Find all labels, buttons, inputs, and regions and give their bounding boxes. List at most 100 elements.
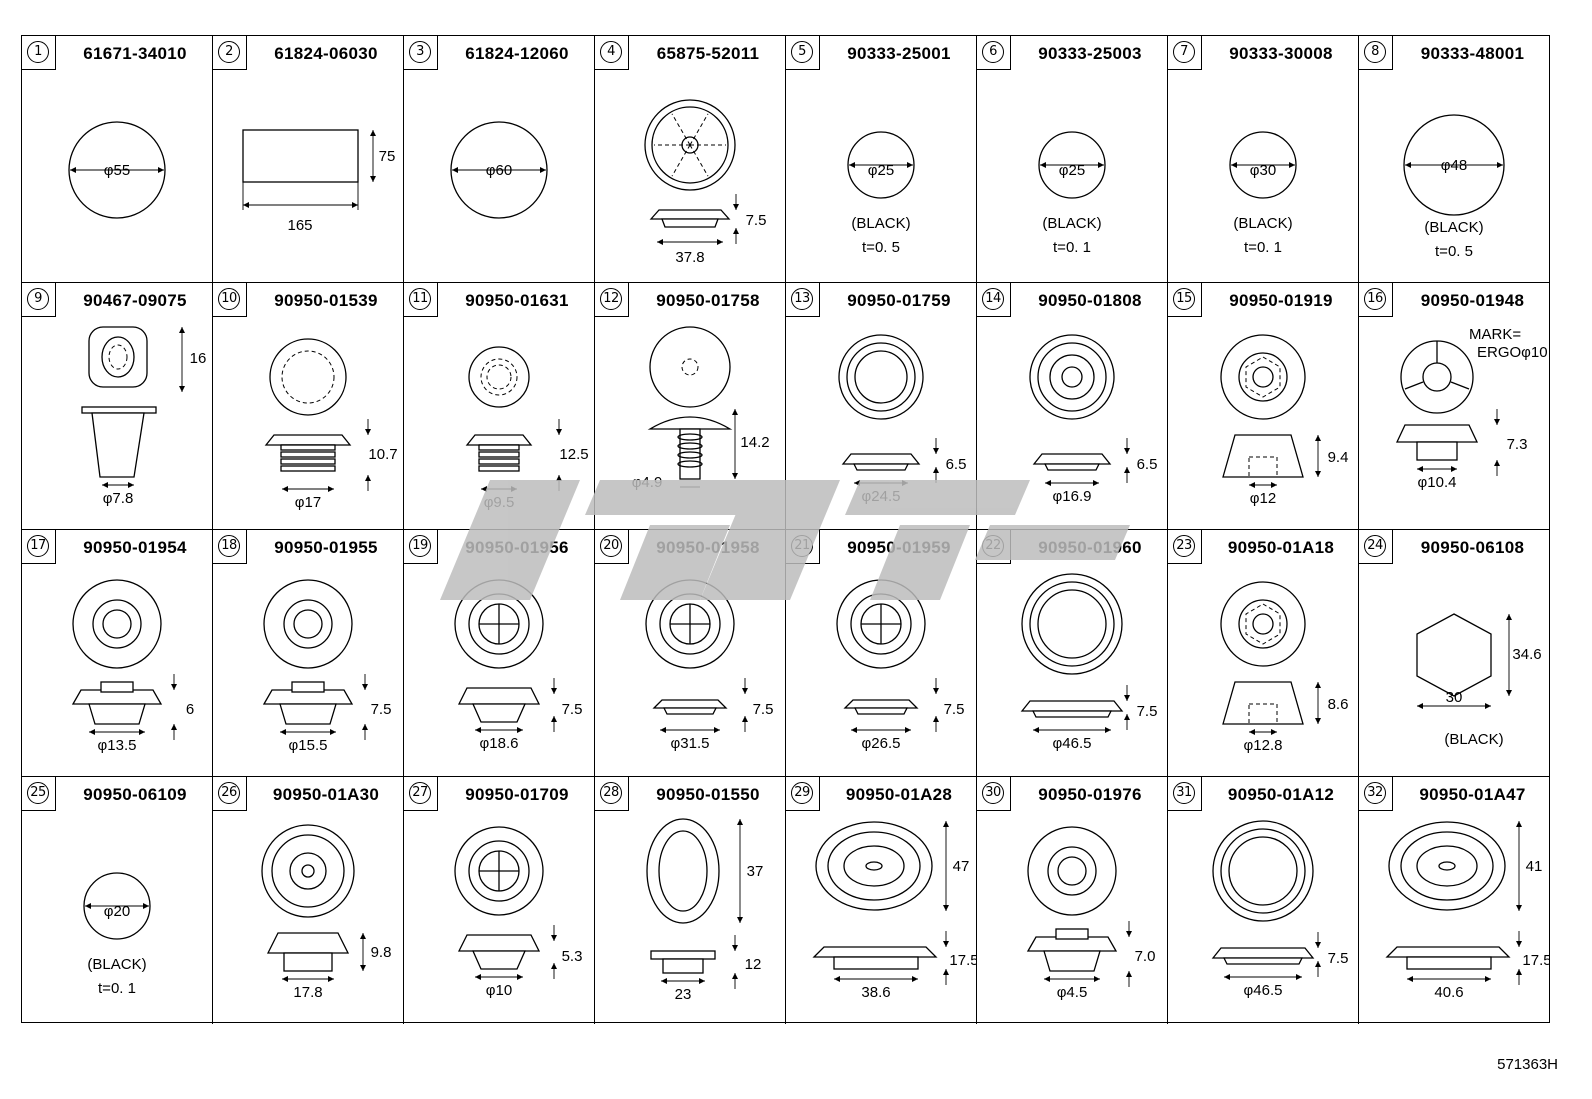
callout-number: 19	[409, 535, 431, 557]
depth-label: 17.5	[949, 952, 977, 969]
thickness-label: t=0. 5	[862, 239, 900, 256]
part-illustration: φ25(BLACK)t=0. 1	[1038, 131, 1106, 256]
part-number: 90950-01A12	[1227, 785, 1335, 804]
callout-number: 28	[600, 782, 622, 804]
callout-number: 24	[1364, 535, 1386, 557]
callout-box: 27	[404, 777, 438, 811]
callout-box: 12	[595, 283, 629, 317]
height-label: 37	[747, 863, 764, 880]
height-label: 7.5	[1137, 703, 1158, 720]
height-label: 5.3	[562, 948, 583, 965]
part-drawing: φ18.67.5	[454, 579, 582, 752]
callout-number: 26	[218, 782, 240, 804]
part-number: 90333-48001	[1420, 44, 1525, 63]
part-illustration: φ60	[450, 121, 548, 219]
height-label: 6.5	[946, 456, 967, 473]
part-illustration: φ12.88.6	[1220, 581, 1348, 754]
part-illustration: φ4.57.0	[1026, 826, 1156, 1001]
part-illustration: φ46.57.5	[1020, 573, 1158, 752]
callout-box: 8	[1359, 36, 1393, 70]
callout-box: 15	[1168, 283, 1202, 317]
callout-number: 22	[982, 535, 1004, 557]
diameter-label: φ48	[1441, 157, 1467, 174]
diameter-label: φ10.4	[1418, 474, 1457, 491]
callout-number: 2	[218, 41, 240, 63]
callout-box: 2	[213, 36, 247, 70]
thickness-label: t=0. 1	[1053, 239, 1091, 256]
part-drawing: 34.630(BLACK)	[1416, 613, 1542, 748]
diameter-label: φ16.9	[1053, 488, 1092, 505]
part-number: 90950-01954	[83, 538, 187, 557]
part-illustration: φ13.56	[71, 579, 194, 754]
thickness-label: t=0. 5	[1435, 243, 1473, 260]
depth-label: 12	[745, 956, 762, 973]
height-label: 9.4	[1328, 449, 1349, 466]
diameter-label: φ17	[295, 494, 321, 511]
callout-box: 20	[595, 530, 629, 564]
height-label: 9.8	[371, 944, 392, 961]
diameter-label: φ31.5	[671, 735, 710, 752]
part-number: 90950-06108	[1420, 538, 1525, 557]
callout-number: 32	[1364, 782, 1386, 804]
callout-box: 30	[977, 777, 1011, 811]
diameter-label: φ20	[104, 903, 130, 920]
width-label: 37.8	[675, 249, 704, 266]
callout-number: 21	[791, 535, 813, 557]
part-cell: 6 90333-25003 φ25(BLACK)t=0. 1	[977, 36, 1168, 283]
height-label: 34.6	[1512, 646, 1541, 663]
diameter-label: φ12	[1250, 490, 1276, 507]
part-number: 90950-01758	[656, 291, 760, 310]
diameter-label: φ55	[104, 162, 130, 179]
part-drawing: φ13.56	[71, 579, 194, 754]
part-number: 90950-01A30	[272, 785, 380, 804]
callout-box: 13	[786, 283, 820, 317]
width-label: 165	[287, 217, 312, 234]
part-illustration: φ24.56.5	[838, 334, 967, 505]
part-drawing: φ16.96.5	[1029, 334, 1157, 505]
callout-box: 6	[977, 36, 1011, 70]
part-number: 90950-01550	[656, 785, 760, 804]
mark-size-label: ERGOφ10	[1477, 344, 1548, 361]
diameter-label: φ15.5	[289, 737, 328, 754]
part-number: 61671-34010	[83, 44, 187, 63]
part-illustration: φ55	[68, 121, 166, 219]
callout-number: 8	[1364, 41, 1386, 63]
height-label: 7.5	[944, 701, 965, 718]
part-illustration: φ20(BLACK)t=0. 1	[83, 872, 151, 997]
height-label: 75	[379, 148, 396, 165]
diameter-label: φ12.8	[1244, 737, 1283, 754]
diameter-label: φ10	[486, 982, 512, 999]
part-number: 90333-25003	[1038, 44, 1142, 63]
part-number: 65875-52011	[656, 44, 760, 63]
thickness-label: t=0. 1	[1244, 239, 1282, 256]
diameter-label: φ26.5	[862, 735, 901, 752]
part-drawing: φ25(BLACK)t=0. 1	[1038, 131, 1106, 256]
height-label: 7.0	[1135, 948, 1156, 965]
callout-number: 31	[1173, 782, 1195, 804]
part-number: 90950-01948	[1420, 291, 1525, 310]
callout-box: 32	[1359, 777, 1393, 811]
part-illustration: φ10 5.3	[454, 826, 583, 999]
part-number: 90950-01759	[847, 291, 951, 310]
mark-label: MARK=	[1469, 326, 1521, 343]
part-drawing: φ20(BLACK)t=0. 1	[83, 872, 151, 997]
callout-box: 21	[786, 530, 820, 564]
diameter-label: φ30	[1250, 162, 1276, 179]
callout-box: 1	[22, 36, 56, 70]
height-label: 6	[186, 701, 194, 718]
